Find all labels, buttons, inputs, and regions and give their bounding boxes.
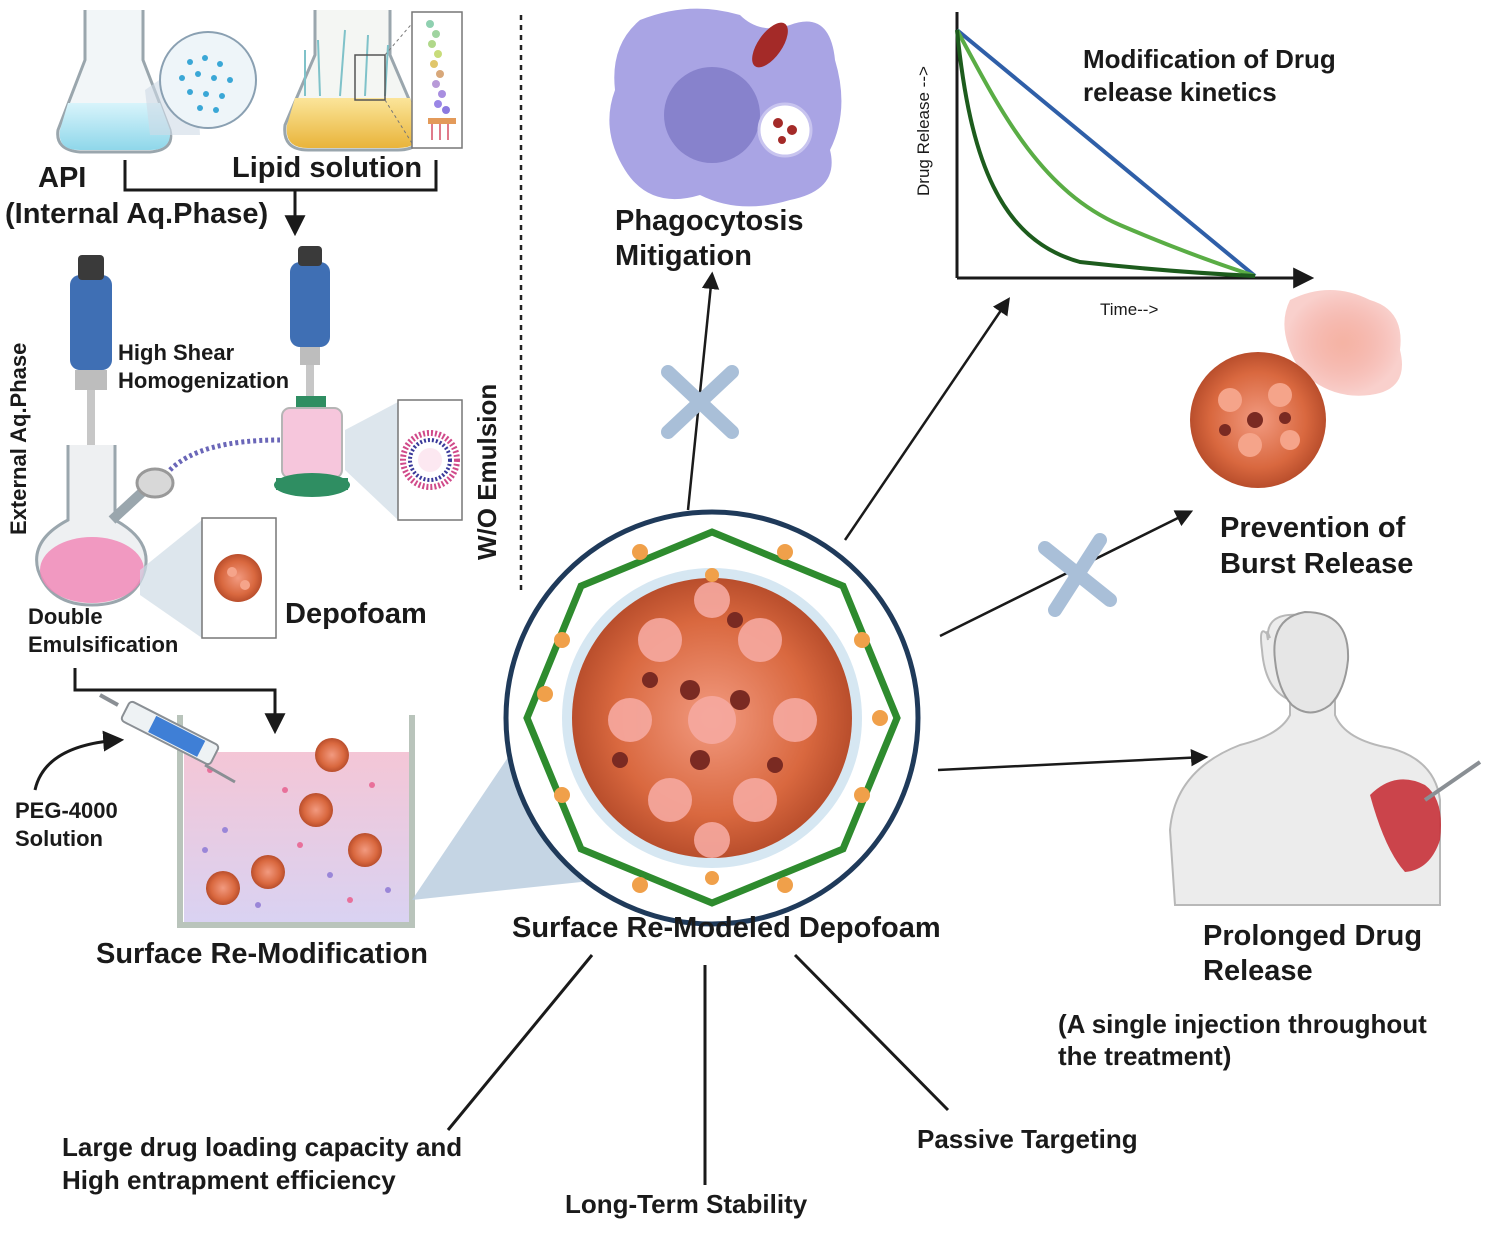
single-injection-line2: the treatment) [1058, 1041, 1232, 1071]
tubing [168, 437, 281, 472]
arrow-to-kinetics [843, 297, 1010, 541]
emulsion-vessel-icon [274, 396, 350, 497]
high-shear-label-line2: Homogenization [118, 368, 290, 393]
mixing-bracket [123, 160, 438, 192]
burst-depofoam-icon [1190, 290, 1402, 488]
phagocytosis-label-line1: Phagocytosis [615, 205, 804, 237]
internal-phase-label: (Internal Aq.Phase) [5, 198, 269, 230]
flask-icon [56, 10, 173, 154]
loading-label-line2: High entrapment efficiency [62, 1165, 396, 1195]
process-arrow [73, 668, 286, 735]
burst-label-line1: Prevention of [1220, 512, 1406, 544]
chart-x-label: Time--> [1100, 300, 1159, 319]
series-linear-line [955, 28, 1257, 278]
double-emulsification-line1: Double [28, 604, 103, 629]
block-x-icon [661, 365, 739, 439]
high-shear-label-line1: High Shear [118, 340, 235, 365]
macrophage-icon [609, 8, 842, 207]
remodeled-depofoam-title: Surface Re-Modeled Depofoam [512, 912, 941, 944]
release-kinetics-chart [955, 12, 1315, 289]
depofoam-label: Depofoam [285, 598, 427, 630]
single-injection-line1: (A single injection throughout [1058, 1009, 1427, 1039]
stability-label: Long-Term Stability [565, 1189, 808, 1219]
line-to-loading [446, 954, 594, 1131]
homogenizer-icon [290, 246, 330, 405]
burst-label-line2: Burst Release [1220, 548, 1414, 580]
beaker-icon [177, 715, 415, 928]
kinetics-title-line2: release kinetics [1083, 77, 1277, 107]
phagocytosis-label-line2: Mitigation [615, 240, 752, 272]
remodeled-depofoam-icon [503, 509, 921, 927]
lipid-structure-panel [411, 11, 463, 149]
syringe-icon [99, 693, 236, 784]
peg-arrow [33, 730, 125, 791]
chart-y-label: Drug Release --> [914, 66, 933, 196]
passive-targeting-label: Passive Targeting [917, 1124, 1138, 1154]
arrow-to-prolonged [937, 748, 1209, 772]
lipid-solution-label: Lipid solution [232, 152, 423, 184]
loading-label-line1: Large drug loading capacity and [62, 1132, 463, 1162]
lipid-flask-icon [283, 10, 423, 152]
peg-label-line1: PEG-4000 [15, 798, 118, 823]
line-to-passive [793, 953, 950, 1112]
double-emulsification-line2: Emulsification [28, 632, 179, 657]
block-x-icon [1038, 533, 1117, 617]
surface-re-modification-label: Surface Re-Modification [96, 938, 428, 970]
prolonged-label-line2: Release [1203, 955, 1313, 987]
depofoam-panel [140, 517, 277, 639]
prolonged-label-line1: Prolonged Drug [1203, 920, 1423, 952]
liposome-icon [345, 399, 463, 521]
wo-emulsion-label: W/O Emulsion [472, 383, 502, 560]
series-steep-line [955, 29, 1256, 278]
human-icon [1168, 610, 1482, 906]
round-flask-icon [35, 445, 175, 607]
arrow-to-burst [939, 510, 1194, 638]
peg-label-line2: Solution [15, 826, 103, 851]
series-moderate-line [955, 29, 1256, 278]
dispersion-circle [145, 31, 257, 135]
external-phase-label: External Aq.Phase [6, 342, 31, 535]
api-label: API [38, 162, 87, 194]
kinetics-title-line1: Modification of Drug [1083, 44, 1336, 74]
